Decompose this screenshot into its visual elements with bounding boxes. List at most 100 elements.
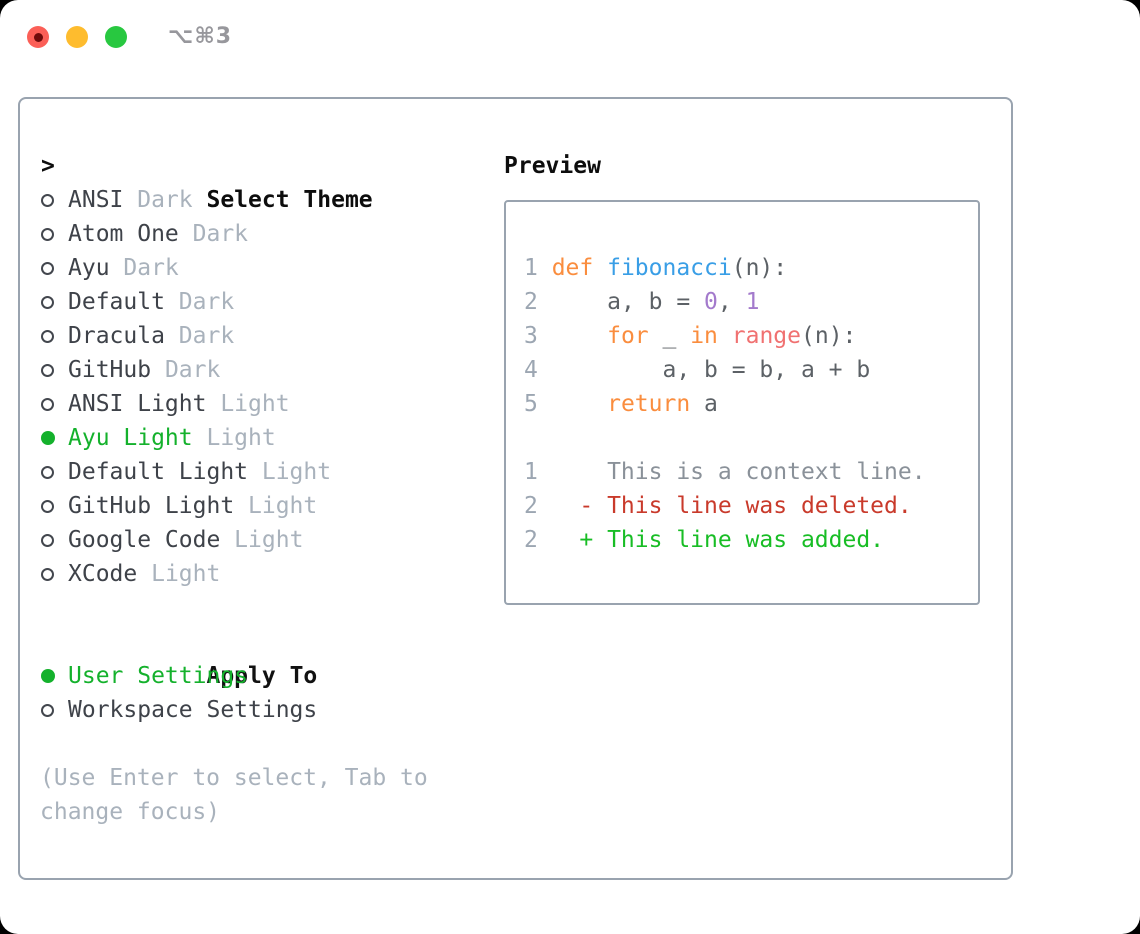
apply-option-user-settings[interactable]: User Settings xyxy=(40,659,504,693)
window-shortcut-label: ⌥⌘3 xyxy=(168,24,233,49)
title-bar: ⌥⌘3 xyxy=(0,0,1140,75)
zoom-button[interactable] xyxy=(105,26,127,48)
spacer xyxy=(40,591,504,625)
token-tx: a, b = xyxy=(551,289,705,315)
theme-option-ayu[interactable]: Ayu Dark xyxy=(40,251,504,285)
theme-variant-label: Light xyxy=(206,391,290,417)
theme-option-xcode[interactable]: XCode Light xyxy=(40,557,504,591)
theme-name: Ayu Light xyxy=(68,425,193,451)
line-number: 2 xyxy=(524,527,580,553)
theme-variant-label: Light xyxy=(248,459,332,485)
code-line: 1 def fibonacci(n): xyxy=(524,251,978,285)
radio-icon xyxy=(40,285,68,319)
minimize-button[interactable] xyxy=(66,26,88,48)
theme-variant-label: Dark xyxy=(151,357,221,383)
diff-text: - This line was deleted. xyxy=(579,493,912,519)
diff-line-context: 1 This is a context line. xyxy=(524,455,978,489)
radio-icon xyxy=(40,319,68,353)
theme-option-github[interactable]: GitHub Dark xyxy=(40,353,504,387)
radio-icon xyxy=(40,217,68,251)
theme-variant-label: Dark xyxy=(164,289,235,315)
line-number: 1 xyxy=(524,255,552,281)
apply-to-indent xyxy=(40,625,68,659)
preview-column: Preview 1 def fibonacci(n):2 a, b = 0, 1… xyxy=(504,149,980,829)
theme-option-ansi-light[interactable]: ANSI Light Light xyxy=(40,387,504,421)
token-kw: in xyxy=(690,323,718,349)
spacer xyxy=(40,727,504,761)
line-number: 2 xyxy=(524,289,552,315)
radio-icon xyxy=(40,693,68,727)
line-number: 2 xyxy=(524,493,580,519)
theme-option-dracula[interactable]: Dracula Dark xyxy=(40,319,504,353)
blank-line xyxy=(524,421,978,455)
theme-option-ayu-light[interactable]: Ayu Light Light xyxy=(40,421,504,455)
theme-variant-label: Dark xyxy=(123,187,193,213)
radio-icon xyxy=(40,557,68,591)
theme-variant-label: Dark xyxy=(178,221,249,247)
radio-icon xyxy=(40,183,68,217)
token-nm: 0 xyxy=(704,289,718,315)
theme-variant-label: Light xyxy=(192,425,276,451)
token-tx xyxy=(552,323,607,349)
radio-icon xyxy=(40,489,68,523)
token-tx: _ xyxy=(648,323,691,349)
apply-to-header-row: Apply To xyxy=(40,625,504,689)
theme-option-atom-one[interactable]: Atom One Dark xyxy=(40,217,504,251)
token-tx xyxy=(552,391,607,417)
theme-name: XCode xyxy=(68,561,138,587)
line-number: 3 xyxy=(524,323,552,349)
token-nm: 1 xyxy=(745,289,760,315)
diff-line-added: 2 + This line was added. xyxy=(524,523,978,557)
token-tx: (n): xyxy=(801,323,857,349)
radio-selected-icon xyxy=(40,659,68,693)
select-theme-header-row: > Select Theme xyxy=(40,149,504,213)
radio-icon xyxy=(40,251,68,285)
line-number: 5 xyxy=(524,391,552,417)
radio-icon xyxy=(40,353,68,387)
theme-option-default-light[interactable]: Default Light Light xyxy=(40,455,504,489)
apply-option-label: Workspace Settings xyxy=(68,697,318,723)
code-line: 3 for _ in range(n): xyxy=(524,319,978,353)
token-tx: a xyxy=(690,391,718,417)
theme-name: Ayu xyxy=(68,255,110,281)
theme-name: GitHub Light xyxy=(68,493,235,519)
apply-option-workspace-settings[interactable]: Workspace Settings xyxy=(40,693,504,727)
traffic-lights xyxy=(27,26,127,48)
theme-option-ansi[interactable]: ANSI Dark xyxy=(40,183,504,217)
code-line: 2 a, b = 0, 1 xyxy=(524,285,978,319)
select-theme-title: Select Theme xyxy=(206,187,373,213)
token-tx: , xyxy=(717,289,746,315)
token-tx: (n): xyxy=(731,255,788,281)
theme-name: Dracula xyxy=(68,323,165,349)
preview-title: Preview xyxy=(504,153,601,179)
theme-variant-label: Light xyxy=(220,527,304,553)
diff-text: This is a context line. xyxy=(579,459,926,485)
line-number: 1 xyxy=(524,459,580,485)
token-tx: a, b = b, a + b xyxy=(551,357,871,383)
theme-name: GitHub xyxy=(68,357,152,383)
close-button[interactable] xyxy=(27,26,49,48)
radio-icon xyxy=(40,455,68,489)
token-kw: return xyxy=(607,391,691,417)
radio-icon xyxy=(40,387,68,421)
hint-line-2: change focus) xyxy=(40,799,221,825)
code-line: 5 return a xyxy=(524,387,978,421)
radio-icon xyxy=(40,523,68,557)
theme-option-default[interactable]: Default Dark xyxy=(40,285,504,319)
radio-selected-icon xyxy=(40,421,68,455)
code-line: 4 a, b = b, a + b xyxy=(524,353,978,387)
token-tx xyxy=(718,323,732,349)
hint-line-1: (Use Enter to select, Tab to xyxy=(40,765,428,791)
theme-option-github-light[interactable]: GitHub Light Light xyxy=(40,489,504,523)
diff-text: + This line was added. xyxy=(579,527,885,553)
theme-name: Default Light xyxy=(68,459,249,485)
theme-variant-label: Dark xyxy=(164,323,235,349)
theme-option-google-code[interactable]: Google Code Light xyxy=(40,523,504,557)
theme-name: Google Code xyxy=(68,527,221,553)
diff-line-deleted: 2 - This line was deleted. xyxy=(524,489,978,523)
theme-variant-label: Dark xyxy=(109,255,179,281)
apply-option-label: User Settings xyxy=(68,663,249,689)
